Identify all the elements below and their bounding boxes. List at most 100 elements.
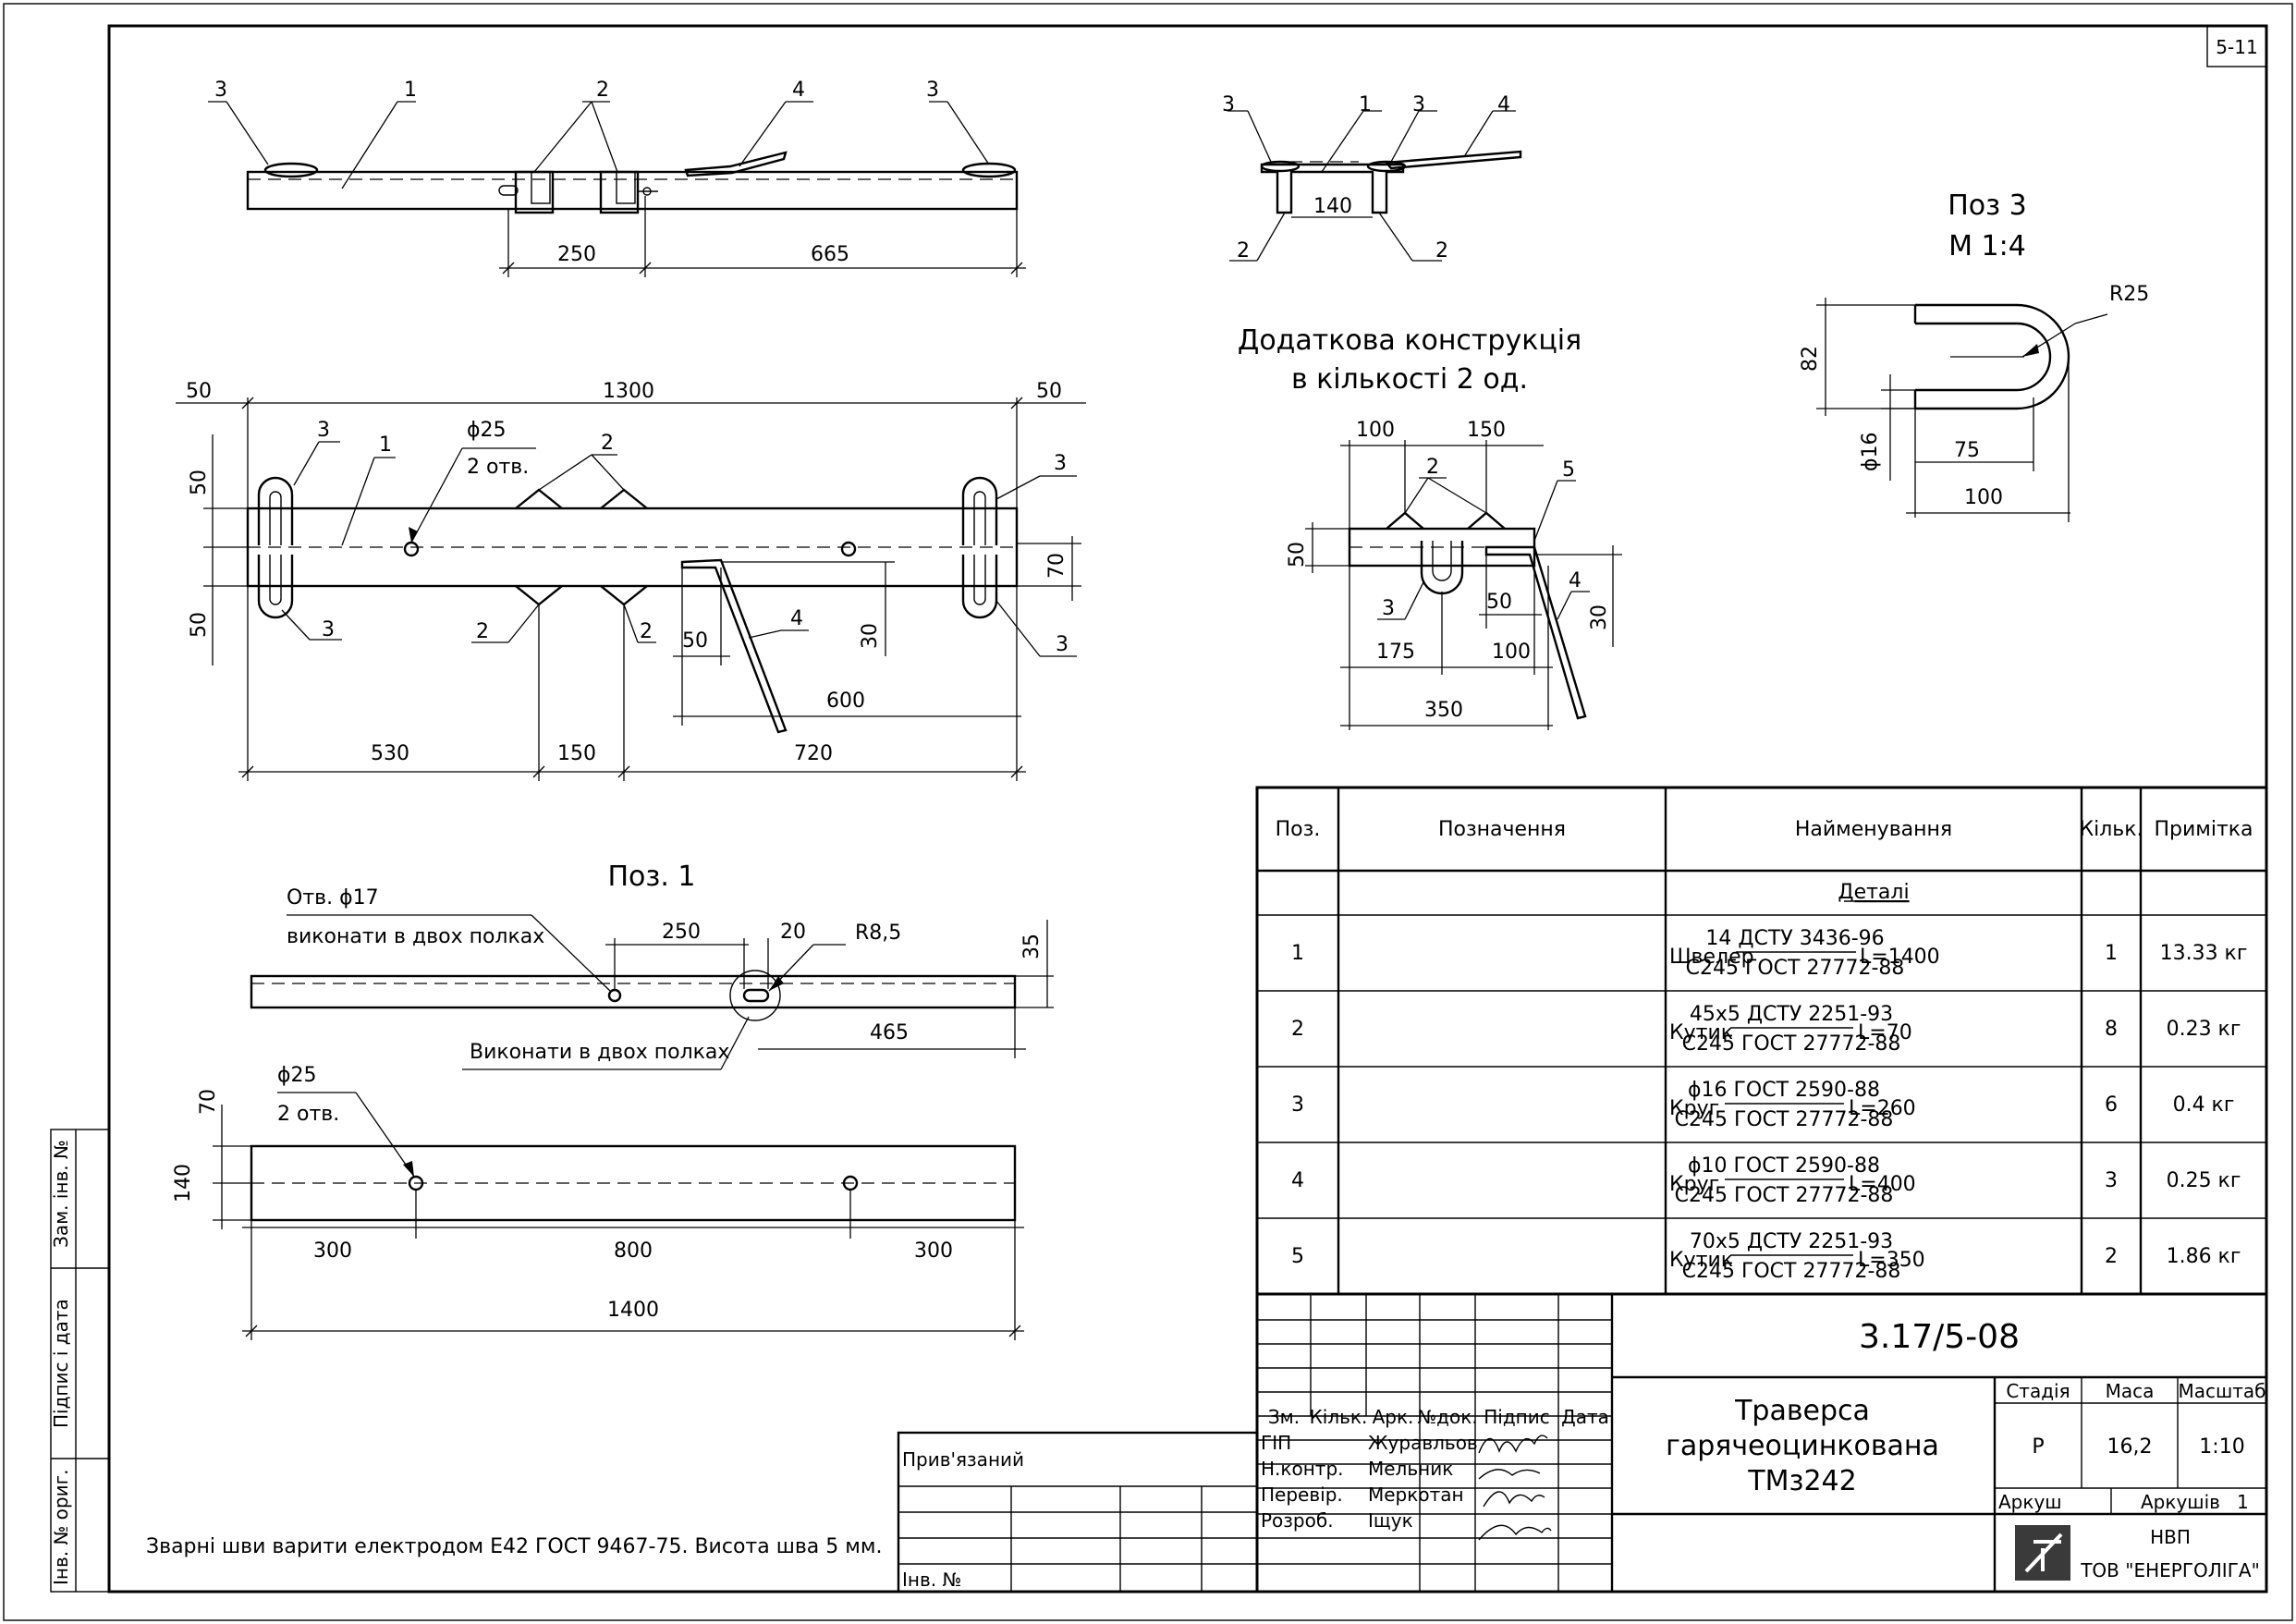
svg-text:Маса: Маса <box>2106 1380 2155 1402</box>
svg-text:140: 140 <box>1313 195 1352 218</box>
svg-text:Примітка: Примітка <box>2154 818 2253 841</box>
svg-text:50: 50 <box>1486 591 1512 614</box>
svg-text:82: 82 <box>1799 346 1822 372</box>
svg-text:30: 30 <box>1588 604 1611 630</box>
view-pos1: Поз. 1 Отв. ϕ17 виконати в двох полках В… <box>250 861 1054 1070</box>
svg-text:0.25 кг: 0.25 кг <box>2167 1169 2241 1192</box>
svg-text:С245 ГОСТ 27772-88: С245 ГОСТ 27772-88 <box>1682 1260 1901 1283</box>
view-top: 3 1 2 4 3 250 665 <box>208 79 1026 277</box>
svg-text:70х5 ДСТУ 2251-93: 70х5 ДСТУ 2251-93 <box>1690 1230 1893 1253</box>
svg-text:150: 150 <box>557 742 596 765</box>
svg-text:300: 300 <box>914 1239 953 1263</box>
svg-text:Іщук: Іщук <box>1368 1509 1413 1532</box>
svg-text:ϕ16 ГОСТ 2590-88: ϕ16 ГОСТ 2590-88 <box>1688 1079 1880 1102</box>
svg-text:L=350: L=350 <box>1858 1249 1925 1272</box>
svg-text:4: 4 <box>790 607 803 630</box>
svg-text:0.4 кг: 0.4 кг <box>2173 1093 2235 1117</box>
svg-text:50: 50 <box>186 380 212 403</box>
svg-text:ϕ25: ϕ25 <box>467 419 507 442</box>
signature <box>1483 1491 1545 1508</box>
svg-text:Круг: Круг <box>1669 1173 1719 1196</box>
svg-text:45х5 ДСТУ 2251-93: 45х5 ДСТУ 2251-93 <box>1690 1003 1893 1026</box>
svg-text:Аркушів: Аркушів <box>2141 1491 2220 1513</box>
svg-text:Кільк.: Кільк. <box>2079 818 2143 841</box>
svg-text:ϕ25: ϕ25 <box>277 1064 317 1087</box>
svg-text:Поз 3: Поз 3 <box>1948 189 2027 222</box>
svg-text:0.23 кг: 0.23 кг <box>2167 1018 2241 1041</box>
svg-text:465: 465 <box>870 1021 909 1044</box>
spec-row: 3 Круг ϕ16 ГОСТ 2590-88 С245 ГОСТ 27772-… <box>1291 1079 2234 1131</box>
svg-text:С245 ГОСТ 27772-88: С245 ГОСТ 27772-88 <box>1675 1184 1894 1207</box>
svg-text:2 отв.: 2 отв. <box>467 456 529 479</box>
view-plan: 3 1 2 3 3 2 2 3 4 ϕ25 2 отв. 50 1300 50 … <box>176 380 1086 781</box>
svg-text:150: 150 <box>1467 419 1506 442</box>
svg-text:гарячеоцинкована: гарячеоцинкована <box>1666 1430 1939 1462</box>
svg-text:300: 300 <box>313 1239 352 1263</box>
svg-text:20: 20 <box>780 921 806 944</box>
signature <box>1478 1524 1552 1541</box>
svg-text:50: 50 <box>1286 542 1309 568</box>
spec-row: 4 Круг ϕ10 ГОСТ 2590-88 С245 ГОСТ 27772-… <box>1291 1154 2241 1207</box>
svg-text:L=400: L=400 <box>1849 1173 1916 1196</box>
svg-text:в кількості 2 од.: в кількості 2 од. <box>1291 363 1528 396</box>
svg-text:С245 ГОСТ 27772-88: С245 ГОСТ 27772-88 <box>1682 1032 1901 1056</box>
svg-text:Швелер: Швелер <box>1669 946 1754 969</box>
svg-text:R8,5: R8,5 <box>855 922 901 945</box>
drawing-code: 3.17/5-08 <box>1859 1318 2020 1356</box>
svg-text:Круг: Круг <box>1669 1097 1719 1120</box>
svg-text:50: 50 <box>188 470 211 495</box>
svg-text:1: 1 <box>2105 942 2118 965</box>
svg-text:Поз.: Поз. <box>1276 818 1321 841</box>
svg-text:50: 50 <box>682 629 708 653</box>
svg-text:140: 140 <box>172 1164 195 1203</box>
svg-text:4: 4 <box>1291 1169 1304 1192</box>
svg-text:2: 2 <box>596 79 609 102</box>
svg-text:Меркотан: Меркотан <box>1368 1484 1464 1506</box>
weld-note: Зварні шви варити електродом Е42 ГОСТ 94… <box>146 1535 882 1558</box>
svg-text:800: 800 <box>614 1239 653 1263</box>
svg-text:8: 8 <box>2105 1018 2118 1041</box>
svg-text:530: 530 <box>371 742 409 765</box>
spec-table: Поз. Позначення Найменування Кільк. Прим… <box>1255 786 2268 1296</box>
svg-text:№док.: №док. <box>1417 1406 1477 1428</box>
svg-text:2 отв.: 2 отв. <box>277 1103 339 1126</box>
svg-text:6: 6 <box>2105 1093 2118 1117</box>
svg-text:350: 350 <box>1424 699 1463 722</box>
svg-text:35: 35 <box>1020 934 1044 959</box>
svg-text:С245 ГОСТ 27772-88: С245 ГОСТ 27772-88 <box>1686 957 1905 980</box>
spec-row: 2 Кутик 45х5 ДСТУ 2251-93 С245 ГОСТ 2777… <box>1291 1003 2241 1056</box>
spec-row: 1 Швелер 14 ДСТУ 3436-96 С245 ГОСТ 27772… <box>1291 927 2247 980</box>
svg-text:3: 3 <box>1382 597 1395 620</box>
svg-text:НВП: НВП <box>2150 1526 2191 1548</box>
svg-text:2: 2 <box>476 620 489 643</box>
svg-text:1: 1 <box>2237 1491 2249 1513</box>
svg-text:5: 5 <box>1562 458 1575 482</box>
svg-text:Р: Р <box>2032 1435 2044 1459</box>
spec-row: 5 Кутик 70х5 ДСТУ 2251-93 С245 ГОСТ 2777… <box>1291 1230 2241 1283</box>
svg-text:4: 4 <box>1497 93 1510 116</box>
svg-text:3: 3 <box>214 79 227 102</box>
svg-text:Н.контр.: Н.контр. <box>1261 1458 1344 1480</box>
svg-text:4: 4 <box>1569 569 1582 592</box>
svg-text:Аркуш: Аркуш <box>1998 1491 2062 1513</box>
svg-text:Підпис: Підпис <box>1484 1406 1550 1428</box>
svg-text:30: 30 <box>859 623 882 649</box>
svg-text:Виконати в двох полках: Виконати в двох полках <box>470 1041 729 1064</box>
svg-text:4: 4 <box>792 79 805 102</box>
drawing-frame <box>107 24 2268 1593</box>
svg-text:2: 2 <box>640 620 653 643</box>
svg-text:3: 3 <box>1291 1093 1304 1117</box>
svg-text:Перевір.: Перевір. <box>1261 1484 1343 1506</box>
svg-text:1: 1 <box>379 433 392 457</box>
svg-text:100: 100 <box>1492 641 1531 664</box>
svg-text:75: 75 <box>1954 439 1980 462</box>
svg-text:70: 70 <box>1045 553 1069 579</box>
svg-text:1: 1 <box>404 79 417 102</box>
svg-text:М 1:4: М 1:4 <box>1948 230 2026 263</box>
svg-text:Прив'язаний: Прив'язаний <box>902 1448 1024 1471</box>
signature <box>1478 1435 1548 1454</box>
svg-text:3: 3 <box>1222 93 1235 116</box>
svg-text:Інв. № ориг.: Інв. № ориг. <box>50 1470 72 1585</box>
svg-text:3: 3 <box>1054 452 1067 475</box>
